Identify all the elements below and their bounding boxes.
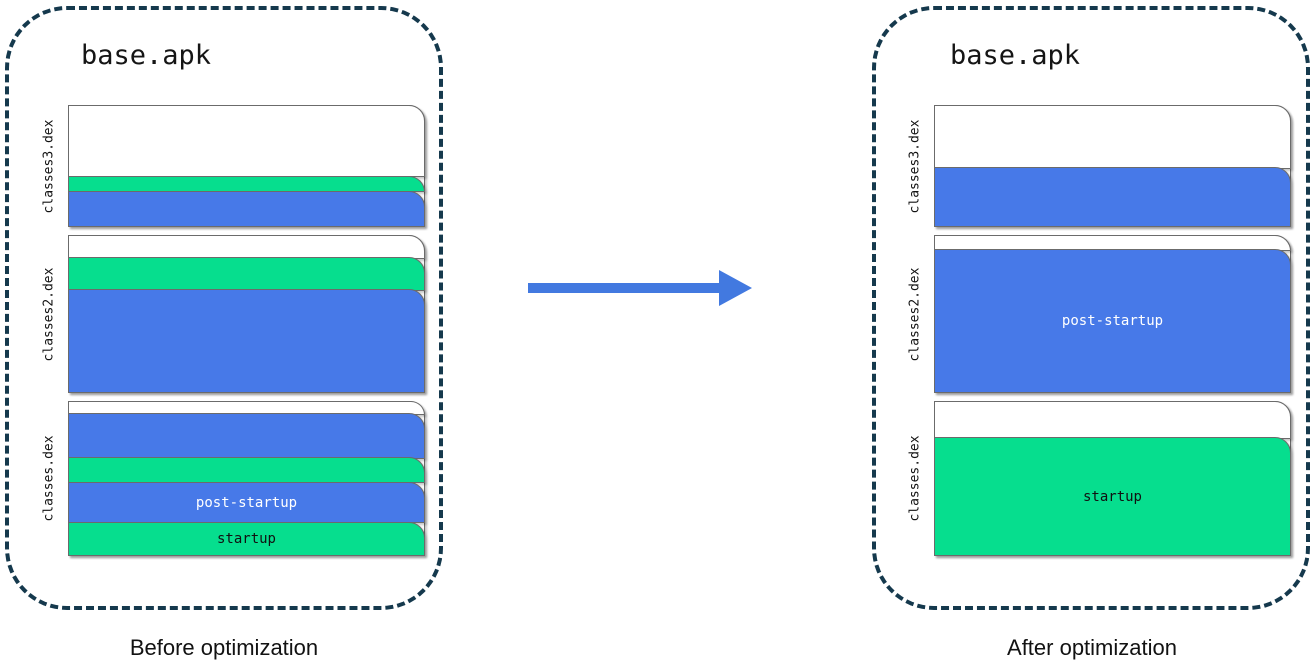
apk-panel-after: base.apk classes3.dex classes2.dex <box>872 6 1310 610</box>
segment-label: startup <box>216 531 276 547</box>
dex-label-after-classes: classes.dex <box>902 401 928 556</box>
segment-startup: startup <box>934 437 1291 556</box>
dex-label-before-classes2: classes2.dex <box>36 235 62 393</box>
apk-panel-before: base.apk classes3.dex classes2.dex <box>5 6 443 610</box>
dex-group-after-classes3: classes3.dex <box>908 105 1291 227</box>
segment-label: post-startup <box>195 494 298 511</box>
segment-post-startup <box>934 167 1291 227</box>
dex-label-before-classes3: classes3.dex <box>36 105 62 227</box>
dex-label-text: classes2.dex <box>41 267 57 361</box>
dex-group-after-classes2: classes2.dex post-startup <box>908 235 1291 393</box>
dex-label-text: classes3.dex <box>907 119 923 213</box>
segment-post-startup <box>68 289 425 393</box>
segment-startup <box>68 457 425 483</box>
dex-group-before-classes3: classes3.dex <box>42 105 425 227</box>
segment-label: startup <box>1082 488 1142 505</box>
segment-empty <box>934 401 1291 439</box>
dex-label-text: classes.dex <box>907 435 923 522</box>
dex-group-before-classes: classes.dex post-startup startup <box>42 401 425 556</box>
segment-post-startup: post-startup <box>68 482 425 523</box>
dex-label-text: classes2.dex <box>907 267 923 361</box>
segment-label: post-startup <box>1061 313 1164 329</box>
caption-after: After optimization <box>1007 635 1177 660</box>
segment-startup <box>68 257 425 291</box>
dex-label-before-classes: classes.dex <box>36 401 62 556</box>
arrow-right-icon <box>528 270 752 306</box>
apk-title-after: base.apk <box>950 40 1081 71</box>
dex-label-after-classes2: classes2.dex <box>902 235 928 393</box>
segment-startup <box>68 176 425 192</box>
dex-group-before-classes2: classes2.dex <box>42 235 425 393</box>
dex-label-text: classes3.dex <box>41 119 57 213</box>
segment-empty <box>934 105 1291 169</box>
apk-title-before: base.apk <box>81 40 212 71</box>
segment-post-startup: post-startup <box>934 249 1291 393</box>
caption-before: Before optimization <box>129 635 319 660</box>
optimization-arrow <box>521 262 761 314</box>
dex-label-text: classes.dex <box>41 435 57 522</box>
segment-post-startup <box>68 413 425 459</box>
segment-startup: startup <box>68 522 425 556</box>
dex-group-after-classes: classes.dex startup <box>908 401 1291 556</box>
segment-empty <box>68 235 425 259</box>
dex-label-after-classes3: classes3.dex <box>902 105 928 227</box>
segment-post-startup <box>68 191 425 227</box>
segment-empty <box>68 105 425 177</box>
